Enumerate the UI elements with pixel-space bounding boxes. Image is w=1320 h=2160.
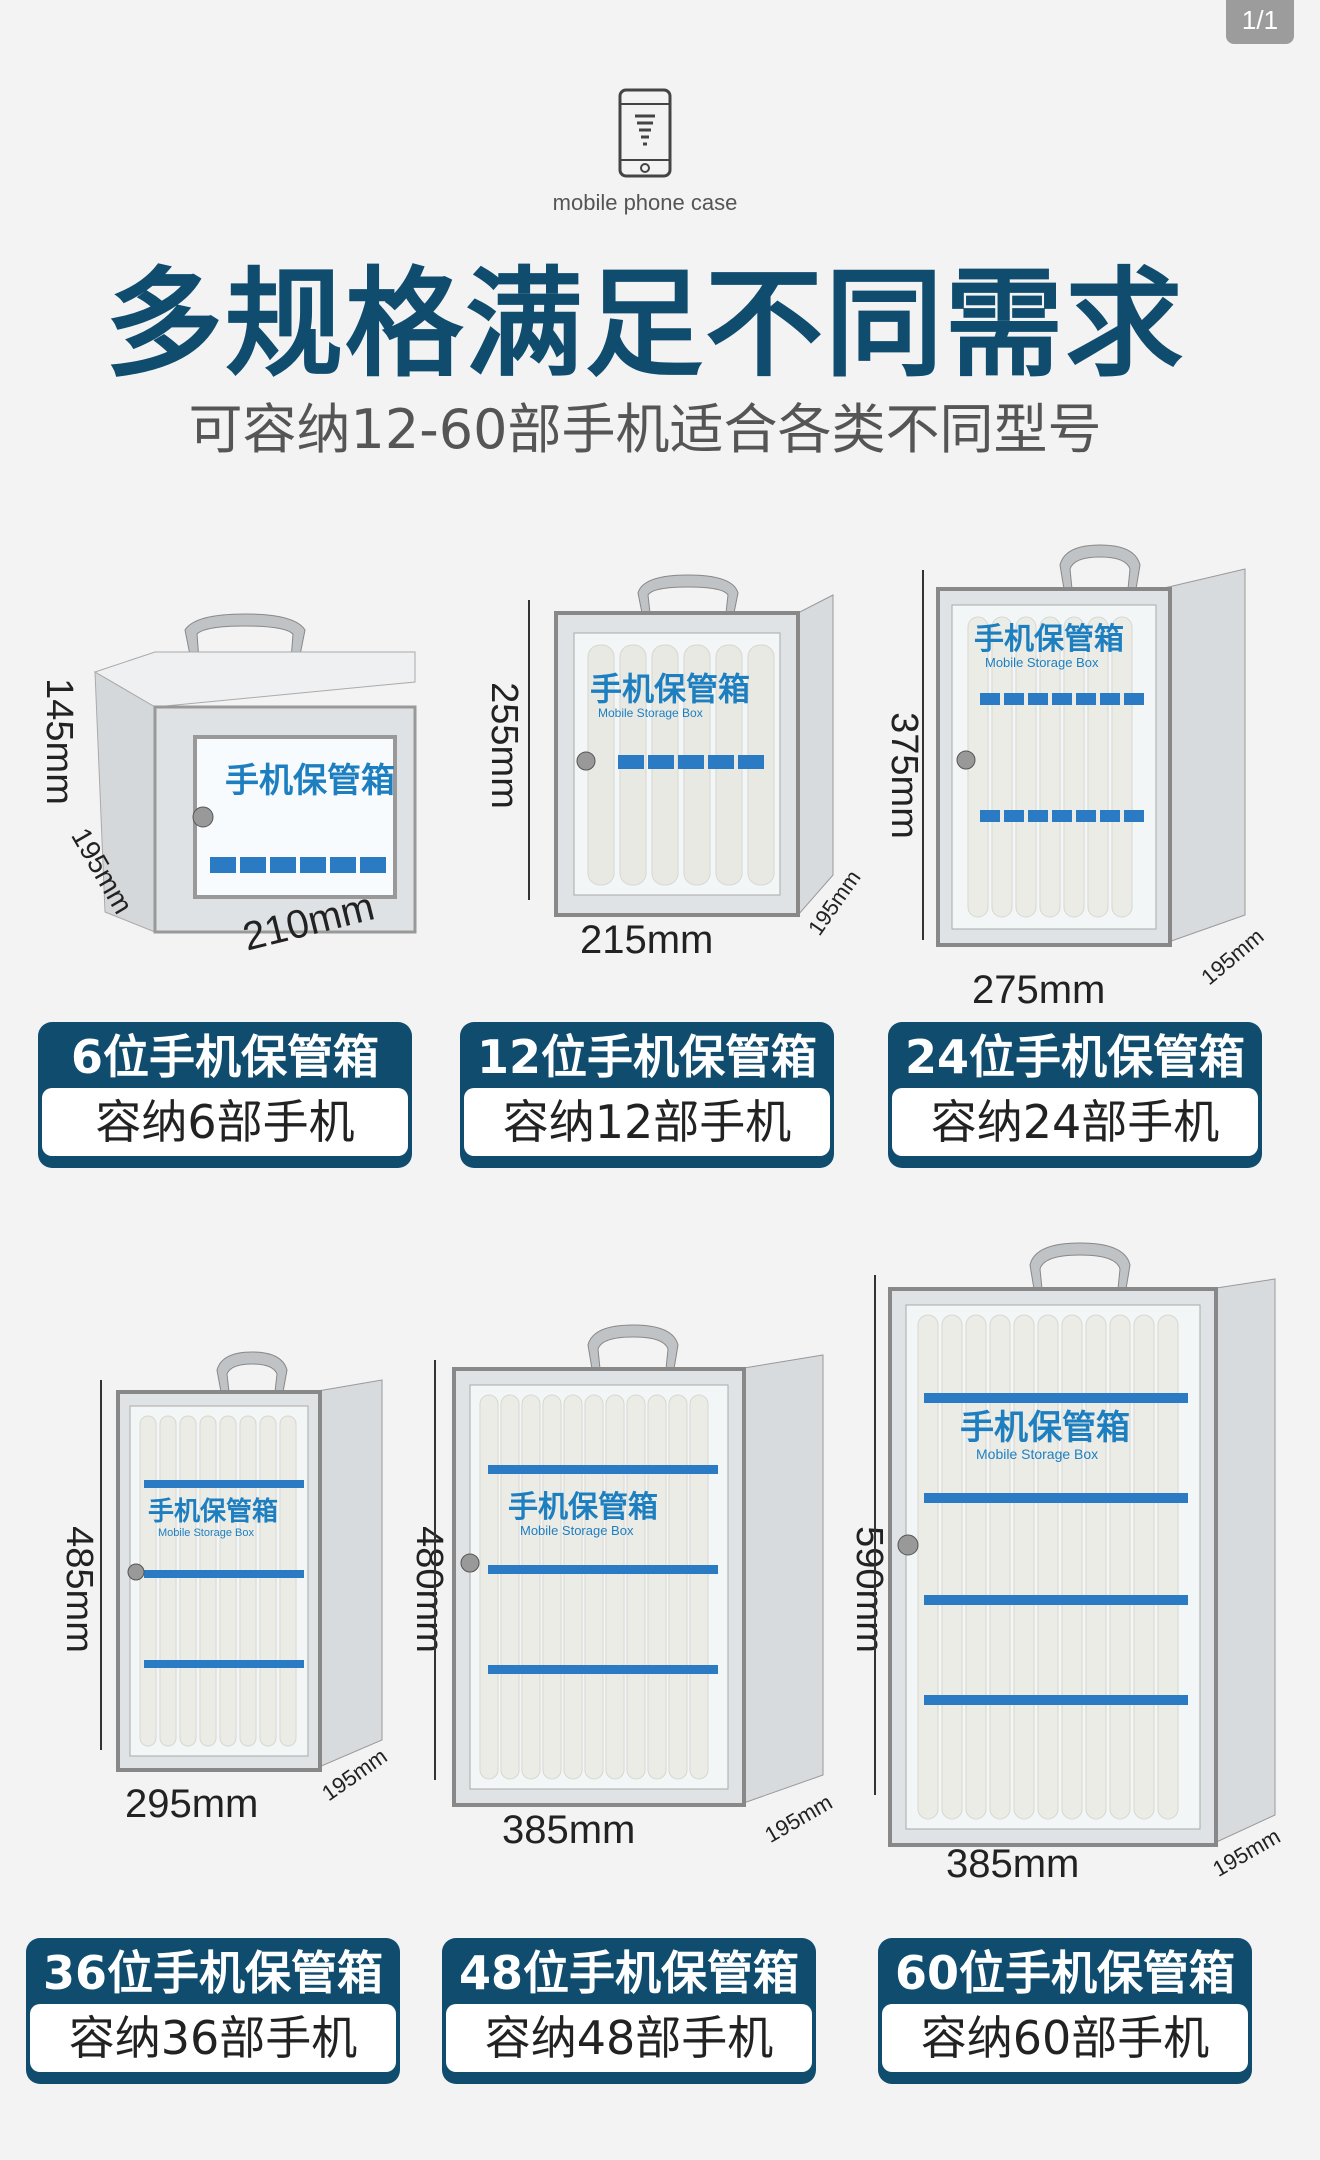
box-title-6: 手机保管箱 (225, 761, 395, 801)
product-label-36: 36位手机保管箱 容纳36部手机 (26, 1938, 400, 2084)
product-image-6: 手机保管箱 (93, 613, 417, 934)
product-label-12: 12位手机保管箱 容纳12部手机 (460, 1022, 834, 1168)
subtitle-en: mobile phone case (552, 190, 738, 215)
product-label-24: 24位手机保管箱 容纳24部手机 (888, 1022, 1262, 1168)
svg-text:手机保管箱: 手机保管箱 (590, 670, 750, 708)
svg-text:Mobile Storage Box: Mobile Storage Box (985, 655, 1099, 670)
svg-text:手机保管箱: 手机保管箱 (148, 1496, 278, 1527)
dim-width-12: 215mm (580, 918, 714, 962)
headline: 多规格满足不同需求 (104, 255, 1185, 393)
page-counter: 1/1 (1226, 0, 1294, 44)
svg-text:手机保管箱: 手机保管箱 (960, 1408, 1130, 1448)
product-image-60: 手机保管箱 Mobile Storage Box (888, 1242, 1276, 1847)
product-image-48: 手机保管箱 Mobile Storage Box (452, 1324, 824, 1807)
dim-width-24: 275mm (972, 968, 1106, 1012)
product-label-60: 60位手机保管箱 容纳60部手机 (878, 1938, 1252, 2084)
mobile-phone-icon (618, 88, 672, 178)
svg-text:手机保管箱: 手机保管箱 (508, 1490, 658, 1525)
svg-text:Mobile Storage Box: Mobile Storage Box (158, 1527, 254, 1539)
product-label-60-title: 60位手机保管箱 (894, 1946, 1235, 2000)
dim-height-24: 375mm (882, 712, 925, 839)
box-title-en-12: Mobile Storage Box (598, 706, 703, 720)
product-image-36: 手机保管箱 Mobile Storage Box (116, 1351, 383, 1772)
dim-height-48: 480mm (407, 1526, 450, 1653)
product-label-48-title: 48位手机保管箱 (458, 1946, 799, 2000)
dim-height-12: 255mm (482, 682, 525, 809)
dim-line-60-height (874, 1275, 876, 1795)
product-image-24: 手机保管箱 Mobile Storage Box (936, 544, 1246, 947)
svg-text:手机保管箱: 手机保管箱 (974, 622, 1124, 657)
dim-width-36: 295mm (125, 1782, 259, 1826)
product-label-6-capacity: 容纳6部手机 (42, 1088, 408, 1156)
dim-line-36-height (100, 1380, 102, 1750)
product-label-12-capacity: 容纳12部手机 (464, 1088, 830, 1156)
product-label-36-capacity: 容纳36部手机 (30, 2004, 396, 2072)
dim-line-24-height (922, 570, 924, 940)
product-label-24-capacity: 容纳24部手机 (892, 1088, 1258, 1156)
product-label-36-title: 36位手机保管箱 (42, 1946, 383, 2000)
product-label-12-title: 12位手机保管箱 (476, 1030, 817, 1084)
product-label-48-capacity: 容纳48部手机 (446, 2004, 812, 2072)
dim-height-60: 590mm (847, 1526, 890, 1653)
dim-width-60: 385mm (946, 1842, 1080, 1886)
dim-height-6: 145mm (37, 678, 80, 805)
dim-width-48: 385mm (502, 1808, 636, 1852)
svg-text:Mobile Storage Box: Mobile Storage Box (520, 1523, 634, 1538)
product-label-48: 48位手机保管箱 容纳48部手机 (442, 1938, 816, 2084)
dim-line-48-height (434, 1360, 436, 1780)
product-image-12: 手机保管箱 Mobile Storage Box (554, 574, 834, 917)
product-label-60-capacity: 容纳60部手机 (882, 2004, 1248, 2072)
product-label-6-title: 6位手机保管箱 (70, 1030, 379, 1084)
product-label-6: 6位手机保管箱 容纳6部手机 (38, 1022, 412, 1168)
dim-line-12-height (528, 600, 530, 900)
product-label-24-title: 24位手机保管箱 (904, 1030, 1245, 1084)
svg-text:Mobile Storage Box: Mobile Storage Box (976, 1446, 1098, 1462)
subline: 可容纳12-60部手机适合各类不同型号 (188, 398, 1102, 461)
dim-height-36: 485mm (57, 1526, 100, 1653)
